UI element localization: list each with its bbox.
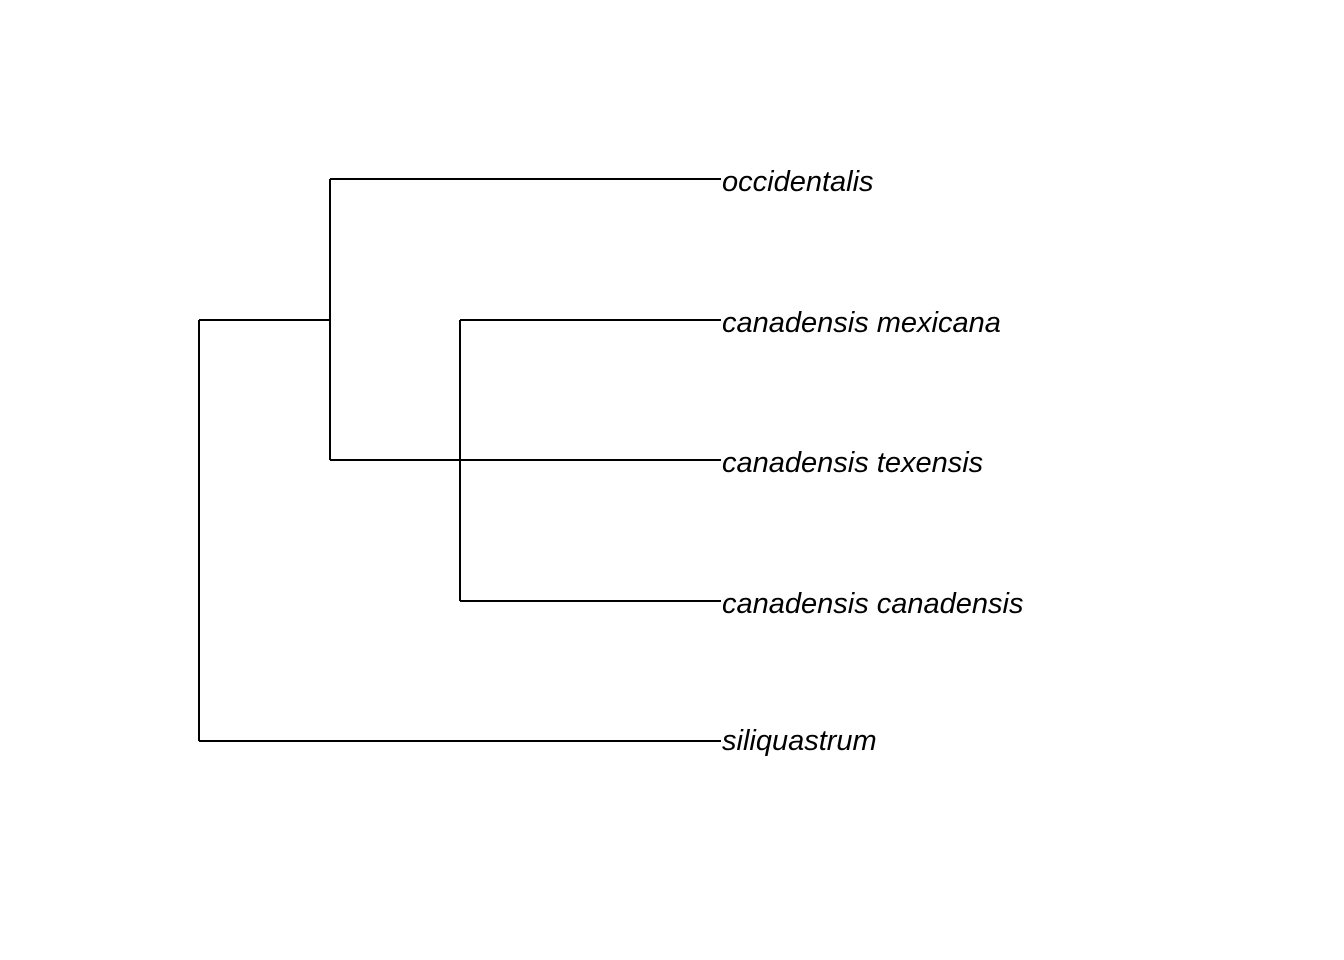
tip-label-canadensis-texensis: canadensis texensis (722, 447, 983, 479)
tip-label-occidentalis: occidentalis (722, 166, 874, 198)
tip-label-canadensis-canadensis: canadensis canadensis (722, 588, 1023, 620)
tip-label-siliquastrum: siliquastrum (722, 725, 877, 757)
tip-label-canadensis-mexicana: canadensis mexicana (722, 307, 1001, 339)
